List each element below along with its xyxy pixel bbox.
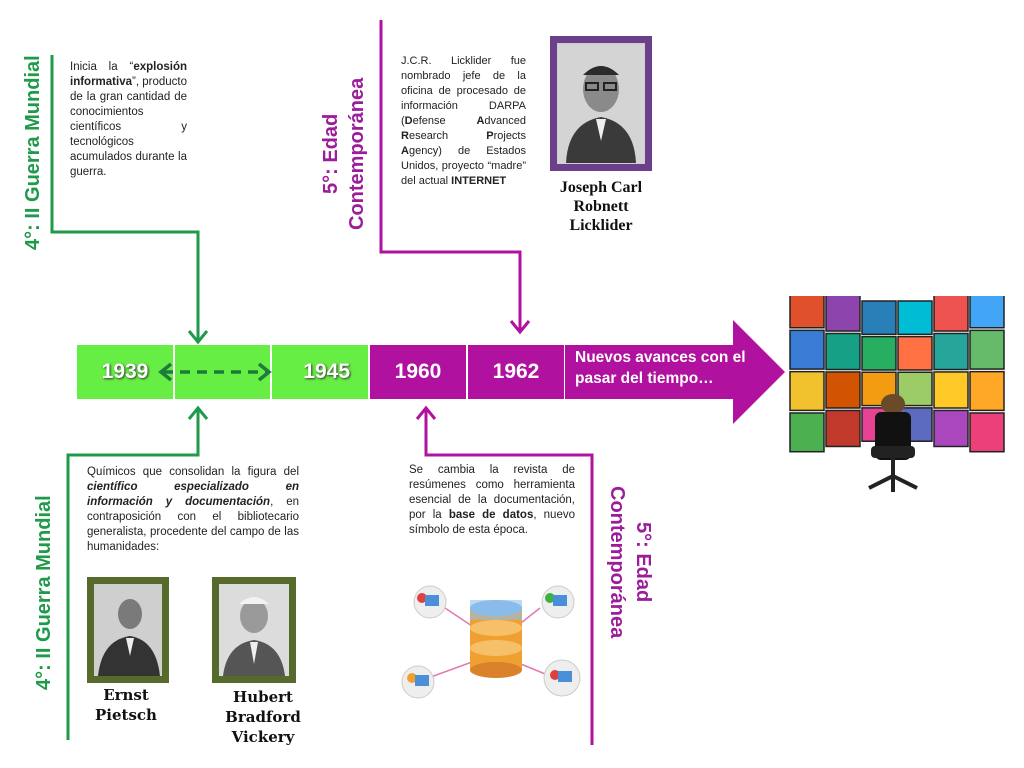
screen-tile <box>861 300 897 336</box>
video-wall-image <box>789 296 1005 492</box>
vickery-name: Hubert Bradford Vickery <box>225 688 301 746</box>
year-1960-box: 1960 <box>370 345 466 399</box>
user-computer-icon <box>413 585 447 619</box>
screen-tile <box>897 300 933 336</box>
dashed-double-arrow-icon <box>158 362 272 382</box>
screen-tile <box>969 296 1005 329</box>
ww2-label-bottom: 4°: II Guerra Mundial <box>33 495 55 690</box>
year-1945-box: 1945 <box>272 345 368 399</box>
connector-bottom-left <box>66 410 200 740</box>
arrowhead-bottom-left <box>187 405 209 420</box>
user-computer-icon <box>541 585 575 619</box>
person-silhouette-icon <box>219 584 289 676</box>
screen-tile <box>825 296 861 332</box>
screen-tile <box>969 370 1005 412</box>
licklider-portrait <box>550 36 652 171</box>
screen-tile <box>933 296 969 332</box>
screen-tile <box>789 412 825 453</box>
connector-top-left <box>50 55 200 340</box>
screen-tile <box>933 371 969 409</box>
database-icon <box>470 600 522 678</box>
ww2-label-top: 4°: II Guerra Mundial <box>22 55 44 250</box>
future-arrow-text: Nuevos avances con el pasar del tiempo… <box>575 349 746 387</box>
user-computer-icon <box>401 665 435 699</box>
wartime-gap-box <box>158 345 272 399</box>
contemporary-label-bottom: 5°: Edad Contemporánea <box>606 486 654 639</box>
screen-tile <box>825 371 861 409</box>
text-licklider-darpa: J.C.R. Licklider fue nombrado jefe de la… <box>401 55 526 187</box>
text-base-de-datos: Se cambia la revista de resúmenes como h… <box>409 464 575 536</box>
arrowhead-top-left <box>187 330 209 345</box>
screen-tile <box>825 332 861 371</box>
licklider-name: Joseph Carl Robnett Licklider <box>559 179 643 234</box>
future-arrow <box>565 320 785 424</box>
arrowhead-top-right <box>509 320 531 335</box>
arrowhead-bottom-right <box>415 405 437 420</box>
vickery-portrait <box>212 577 296 683</box>
screen-tile <box>969 329 1005 370</box>
screen-tile <box>861 335 897 371</box>
contemporary-label-top: 5°: Edad Contemporánea <box>320 77 368 230</box>
screen-tile <box>933 409 969 448</box>
database-network-illustration <box>401 585 581 699</box>
screen-tile <box>789 296 825 329</box>
screen-tile <box>897 335 933 371</box>
year-1962-box: 1962 <box>468 345 564 399</box>
text-explosion-informativa: Inicia la “explosión informativa”, produ… <box>70 61 187 178</box>
user-computer-icon <box>543 659 581 697</box>
screen-tile <box>825 409 861 448</box>
year-1939-box: 1939 <box>77 345 173 399</box>
screen-tile <box>933 332 969 371</box>
screen-tile <box>789 329 825 370</box>
connector-bottom-right <box>424 410 594 745</box>
person-silhouette-icon <box>558 44 644 163</box>
connector-top-right <box>379 20 522 330</box>
screen-tile <box>969 412 1005 453</box>
pietsch-name: Ernst Pietsch <box>95 686 157 724</box>
text-cientificos-especializados: Químicos que consolidan la figura del ci… <box>87 466 300 553</box>
office-chair-icon <box>868 394 918 492</box>
person-silhouette-icon <box>94 584 162 676</box>
screen-tile <box>789 370 825 412</box>
pietsch-portrait <box>87 577 169 683</box>
